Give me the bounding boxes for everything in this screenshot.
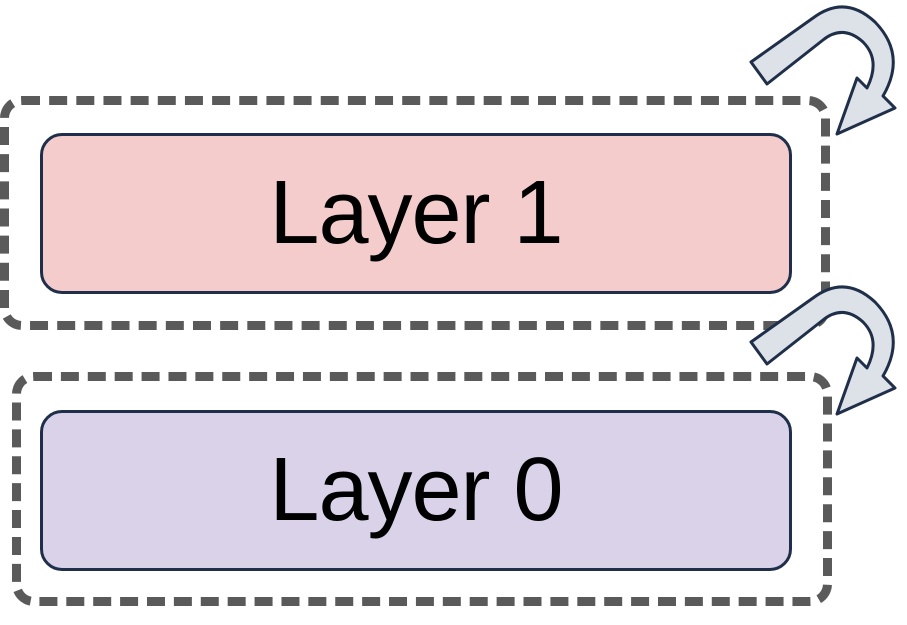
layer-1-label: Layer 1	[269, 163, 563, 263]
layer-1-dashed-frame	[0, 96, 830, 330]
curved-loop-arrow-icon	[749, 5, 897, 136]
curved-loop-arrow-icon	[749, 285, 897, 416]
layer-0-label: Layer 0	[269, 440, 563, 540]
layer-0-box: Layer 0	[40, 410, 792, 571]
layer-1-group: Layer 1	[0, 5, 897, 330]
layer-1-box: Layer 1	[40, 133, 792, 294]
layer-0-dashed-frame	[12, 372, 832, 606]
layer-0-group: Layer 0	[0, 280, 907, 625]
